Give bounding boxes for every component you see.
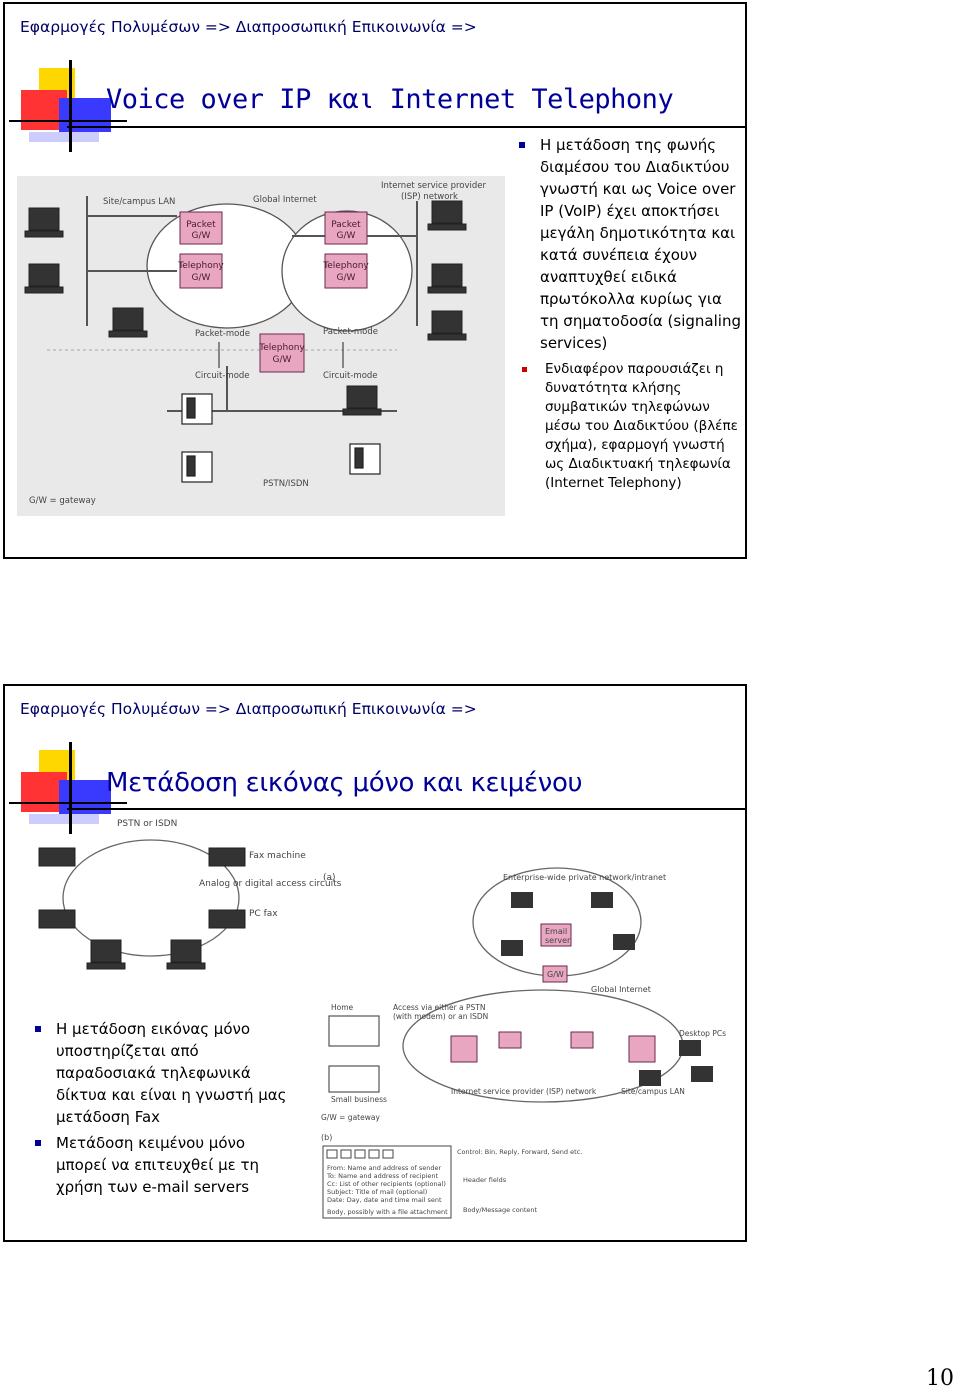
form-body: Body, possibly with a file attachment bbox=[327, 1208, 448, 1216]
breadcrumb: Εφαρμογές Πολυμέσων => Διαπροσωπική Επικ… bbox=[20, 18, 477, 36]
bullet-item: Η μετάδοση της φωνής διαμέσου του Διαδικ… bbox=[513, 134, 743, 354]
form-cc: Cc: List of other recipients (optional) bbox=[327, 1180, 446, 1188]
slide-decoration bbox=[9, 742, 127, 834]
home-label: Home bbox=[331, 1003, 354, 1012]
isp-label-2: (ISP) network bbox=[401, 192, 458, 202]
gw-label: G/W bbox=[192, 231, 211, 241]
packet-gw-label: Packet bbox=[331, 220, 361, 230]
global-internet-label: Global Internet bbox=[591, 985, 651, 994]
telephony-label: Telephony bbox=[177, 261, 224, 271]
packet-mode-label: Packet-mode bbox=[195, 329, 250, 339]
slide-title: Μετάδοση εικόνας μόνο και κειμένου bbox=[106, 768, 583, 798]
packet-mode-label: Packet-mode bbox=[323, 327, 378, 337]
body-content-label: Body/Message content bbox=[463, 1206, 537, 1214]
slide-title: Voice over IP και Internet Telephony bbox=[106, 84, 674, 115]
form-subject: Subject: Title of mail (optional) bbox=[327, 1188, 427, 1196]
slide-decoration bbox=[9, 60, 127, 152]
bullet-list: Η μετάδοση εικόνας μόνο υποστηρίζεται απ… bbox=[29, 1018, 299, 1198]
fax-machine-label: Fax machine bbox=[249, 851, 306, 861]
bullet-item: Μετάδοση κειμένου μόνο μπορεί να επιτευχ… bbox=[29, 1132, 299, 1198]
access-via-label: Access via either a PSTN bbox=[393, 1003, 486, 1012]
email-server-label-2: server bbox=[545, 936, 571, 945]
gateway-legend: G/W = gateway bbox=[29, 496, 96, 506]
sub-bullet-item: Ενδιαφέρον παρουσιάζει η δυνατότητα κλήσ… bbox=[513, 360, 743, 493]
bullet-text: Μετάδοση κειμένου μόνο μπορεί να επιτευχ… bbox=[56, 1134, 260, 1196]
control-label: Control: Bin, Reply, Forward, Send etc. bbox=[457, 1148, 582, 1156]
gw-label: G/W bbox=[192, 273, 211, 283]
bullet-list: Η μετάδοση της φωνής διαμέσου του Διαδικ… bbox=[513, 134, 743, 493]
pstn-isdn-label: PSTN or ISDN bbox=[117, 819, 177, 829]
email-server-label: Email bbox=[545, 927, 567, 936]
gw-label: G/W bbox=[337, 231, 356, 241]
packet-gw-label: Packet bbox=[186, 220, 216, 230]
form-to: To: Name and address of recipient bbox=[326, 1172, 439, 1180]
enterprise-label: Enterprise-wide private network/intranet bbox=[503, 873, 666, 882]
sub-bullet-text: Ενδιαφέρον παρουσιάζει η δυνατότητα κλήσ… bbox=[545, 361, 738, 491]
pc-fax-label: PC fax bbox=[249, 909, 278, 919]
desktop-pcs-label: Desktop PCs bbox=[679, 1029, 726, 1038]
small-business-label: Small business bbox=[331, 1095, 387, 1104]
telephony-label: Telephony bbox=[258, 343, 305, 353]
slide-voip: Εφαρμογές Πολυμέσων => Διαπροσωπική Επικ… bbox=[3, 2, 747, 559]
header-fields-label: Header fields bbox=[463, 1176, 507, 1184]
site-lan-label: Site/campus LAN bbox=[621, 1087, 685, 1096]
part-a-label: (a) bbox=[323, 873, 336, 883]
voip-network-figure: Packet G/W Telephony G/W Packet G/W Tele… bbox=[17, 176, 505, 516]
page-number: 10 bbox=[926, 1366, 954, 1391]
site-lan-label: Site/campus LAN bbox=[103, 197, 175, 207]
telephony-label: Telephony bbox=[322, 261, 369, 271]
isp-label: Internet service provider bbox=[381, 181, 487, 191]
access-via-label-2: (with modem) or an ISDN bbox=[393, 1012, 488, 1021]
pstn-isdn-label: PSTN/ISDN bbox=[263, 479, 309, 489]
breadcrumb: Εφαρμογές Πολυμέσων => Διαπροσωπική Επικ… bbox=[20, 700, 477, 718]
gw-label: G/W bbox=[337, 273, 356, 283]
bullet-text: Η μετάδοση εικόνας μόνο υποστηρίζεται απ… bbox=[56, 1020, 287, 1126]
fax-email-figure: PSTN or ISDN Fax machine Analog or digit… bbox=[38, 819, 726, 1219]
part-b-label: (b) bbox=[321, 1133, 332, 1142]
circuit-mode-label: Circuit-mode bbox=[323, 371, 378, 381]
bullet-item: Η μετάδοση εικόνας μόνο υποστηρίζεται απ… bbox=[29, 1018, 299, 1128]
gw-label: G/W bbox=[547, 970, 564, 979]
gateway-legend: G/W = gateway bbox=[321, 1113, 380, 1122]
circuit-mode-label: Circuit-mode bbox=[195, 371, 250, 381]
analog-circuits-label: Analog or digital access circuits bbox=[199, 879, 342, 889]
title-rule bbox=[67, 808, 745, 810]
isp-label: Internet service provider (ISP) network bbox=[451, 1087, 597, 1096]
form-date: Date: Day, date and time mail sent bbox=[327, 1196, 442, 1204]
title-rule bbox=[67, 126, 745, 128]
global-internet-label: Global Internet bbox=[253, 195, 317, 205]
form-from: From: Name and address of sender bbox=[327, 1164, 441, 1172]
slide-image-text: Εφαρμογές Πολυμέσων => Διαπροσωπική Επικ… bbox=[3, 684, 747, 1242]
gw-label: G/W bbox=[273, 355, 292, 365]
bullet-text: Η μετάδοση της φωνής διαμέσου του Διαδικ… bbox=[540, 136, 741, 352]
